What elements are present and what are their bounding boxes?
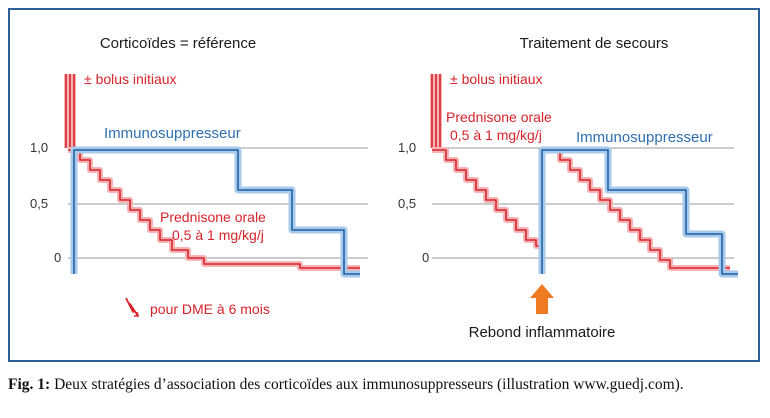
y-tick-0-5: 0,5	[398, 196, 416, 211]
bolus-bars	[64, 74, 76, 148]
lightning-icon	[125, 297, 140, 317]
rebound-label: Rebond inflammatoire	[469, 324, 616, 341]
prednisone-label-line2: 0,5 à 1 mg/kg/j	[450, 127, 542, 143]
prednisone-curve-rescue	[546, 147, 730, 271]
figure-number: Fig. 1:	[8, 376, 51, 393]
y-tick-0: 0	[422, 250, 429, 265]
y-tick-1: 1,0	[398, 140, 416, 155]
prednisone-label-line1: Prednisone orale	[160, 209, 266, 225]
immuno-label: Immunosuppresseur	[576, 129, 713, 146]
y-tick-1: 1,0	[30, 140, 48, 155]
right-panel: Traitement de secours 1,0 0,5 0 ± bolus …	[398, 35, 738, 341]
right-panel-title: Traitement de secours	[520, 35, 669, 52]
immuno-label: Immunosuppresseur	[104, 125, 241, 142]
bolus-label: ± bolus initiaux	[84, 71, 177, 87]
y-tick-0: 0	[54, 250, 61, 265]
immunosuppressant-curve	[538, 146, 738, 278]
left-panel-title: Corticoïdes = référence	[100, 35, 256, 52]
figure-caption: Fig. 1: Deux stratégies d’association de…	[8, 376, 768, 394]
rebound-arrow-icon	[530, 284, 554, 314]
bolus-label: ± bolus initiaux	[450, 71, 543, 87]
prednisone-label-line1: Prednisone orale	[446, 109, 552, 125]
prednisone-label-line2: 0,5 à 1 mg/kg/j	[172, 227, 264, 243]
y-tick-0-5: 0,5	[30, 196, 48, 211]
dme-note: pour DME à 6 mois	[150, 301, 270, 317]
bolus-bars	[430, 74, 442, 148]
immunosuppressant-curve	[70, 146, 360, 278]
figure-frame	[8, 8, 760, 362]
caption-text: Deux stratégies d’association des cortic…	[50, 376, 684, 393]
prednisone-curve-initial	[432, 147, 544, 249]
prednisone-curve	[68, 147, 360, 271]
left-panel: Corticoïdes = référence 1,0 0,5 0 ± bolu…	[30, 35, 368, 317]
